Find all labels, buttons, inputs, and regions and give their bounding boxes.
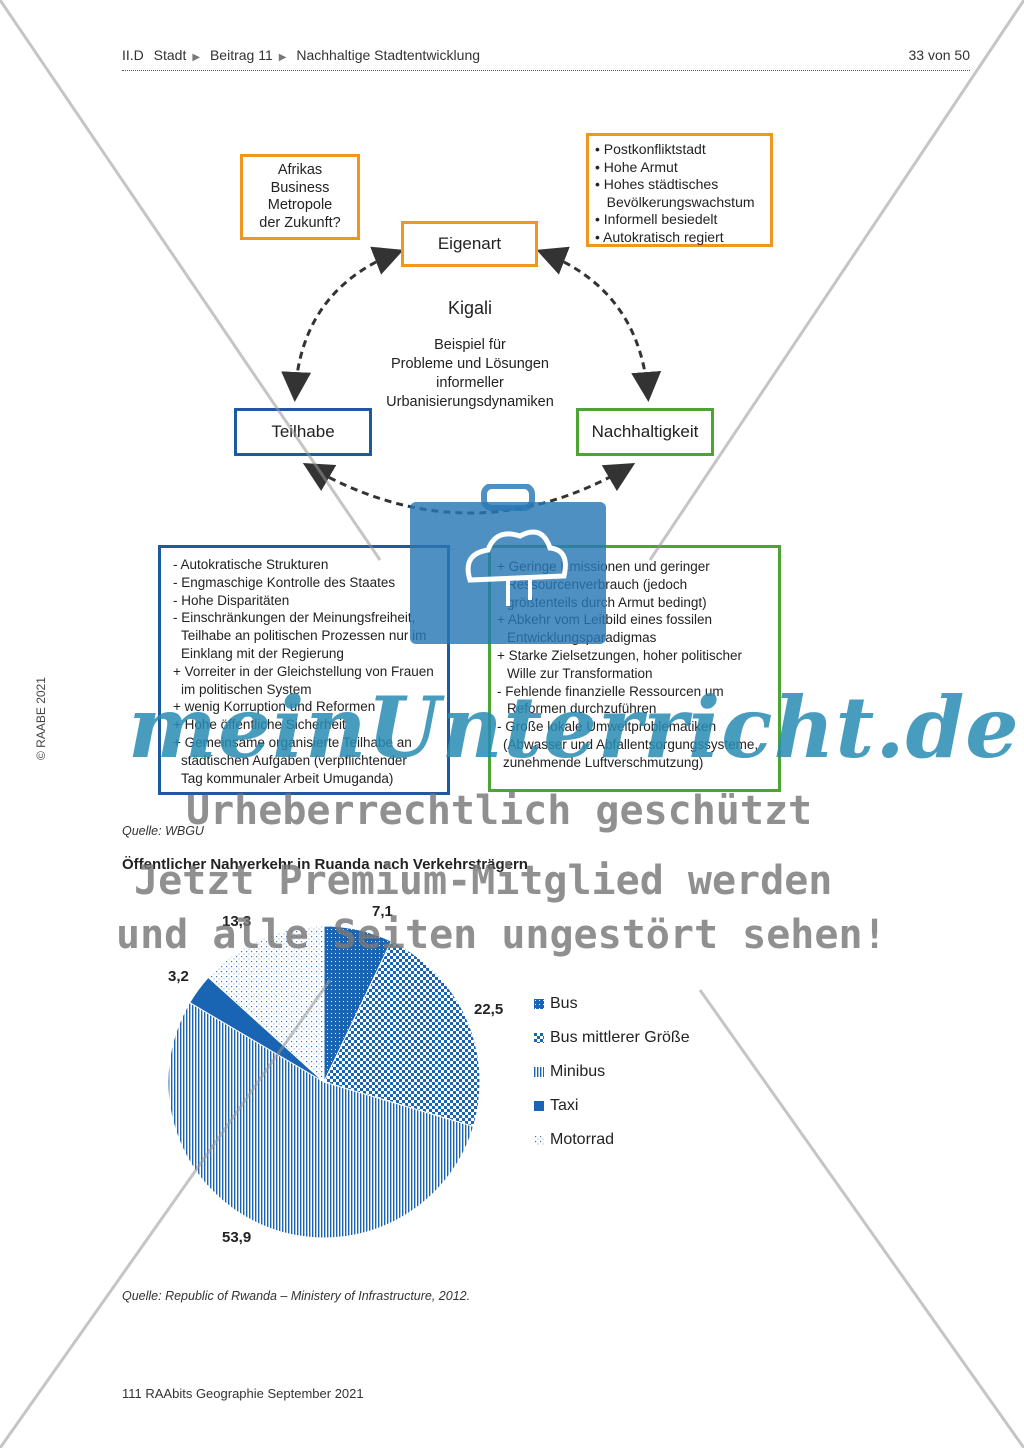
- characteristics-box: • Postkonfliktstadt • Hohe Armut • Hohes…: [586, 133, 773, 247]
- legend-item-bus-medium: Bus mittlerer Größe: [534, 1029, 690, 1047]
- watermark-logo: meinUnterricht.de: [128, 678, 1020, 777]
- diagram-source: Quelle: WBGU: [122, 824, 204, 838]
- legend-swatch: [534, 1101, 544, 1111]
- arrow-eigenart-nachhaltigkeit: [536, 246, 662, 402]
- chart-title: Öffentlicher Nahverkehr in Ruanda nach V…: [122, 856, 528, 873]
- premium-lock-icon: [410, 484, 606, 644]
- data-label-taxi: 3,2: [168, 968, 189, 985]
- kigali-title: Kigali: [447, 298, 493, 318]
- legend-item-motorrad: Motorrad: [534, 1131, 614, 1149]
- legend-swatch: [534, 1135, 544, 1145]
- pie-slice-bus-medium: [323, 940, 481, 1128]
- eigenart-box: Eigenart: [401, 221, 538, 267]
- data-label-minibus: 53,9: [222, 1229, 252, 1246]
- page-footer: 111 RAAbits Geographie September 2021: [122, 1386, 364, 1401]
- question-box: Afrikas Business Metropole der Zukunft?: [240, 154, 360, 240]
- legend-item-bus: Bus: [534, 995, 578, 1013]
- data-label-motorrad: 13,3: [222, 913, 252, 930]
- data-label-bus-medium: 22,5: [474, 1001, 504, 1018]
- watermark-line-3: und alle Seiten ungestört sehen!: [116, 912, 887, 958]
- data-label-bus: 7,1: [372, 903, 393, 920]
- kigali-description: Beispiel für Probleme und Lösungen infor…: [386, 337, 554, 410]
- legend-swatch: [534, 1067, 544, 1077]
- legend-item-taxi: Taxi: [534, 1097, 578, 1115]
- watermark-line-1: Urheberrechtlich geschützt: [186, 788, 813, 834]
- watermark-line-2: Jetzt Premium-Mitglied werden: [134, 858, 833, 904]
- nachhaltigkeit-details: + Geringe Emissionen und geringer Ressou…: [488, 545, 781, 792]
- pie-chart: [167, 925, 481, 1239]
- nachhaltigkeit-box: Nachhaltigkeit: [576, 408, 714, 456]
- legend-swatch: [534, 1033, 544, 1043]
- legend-swatch: [534, 999, 544, 1009]
- chart-source: Quelle: Republic of Rwanda – Ministery o…: [122, 1289, 471, 1303]
- legend-item-minibus: Minibus: [534, 1063, 605, 1081]
- teilhabe-box: Teilhabe: [234, 408, 372, 456]
